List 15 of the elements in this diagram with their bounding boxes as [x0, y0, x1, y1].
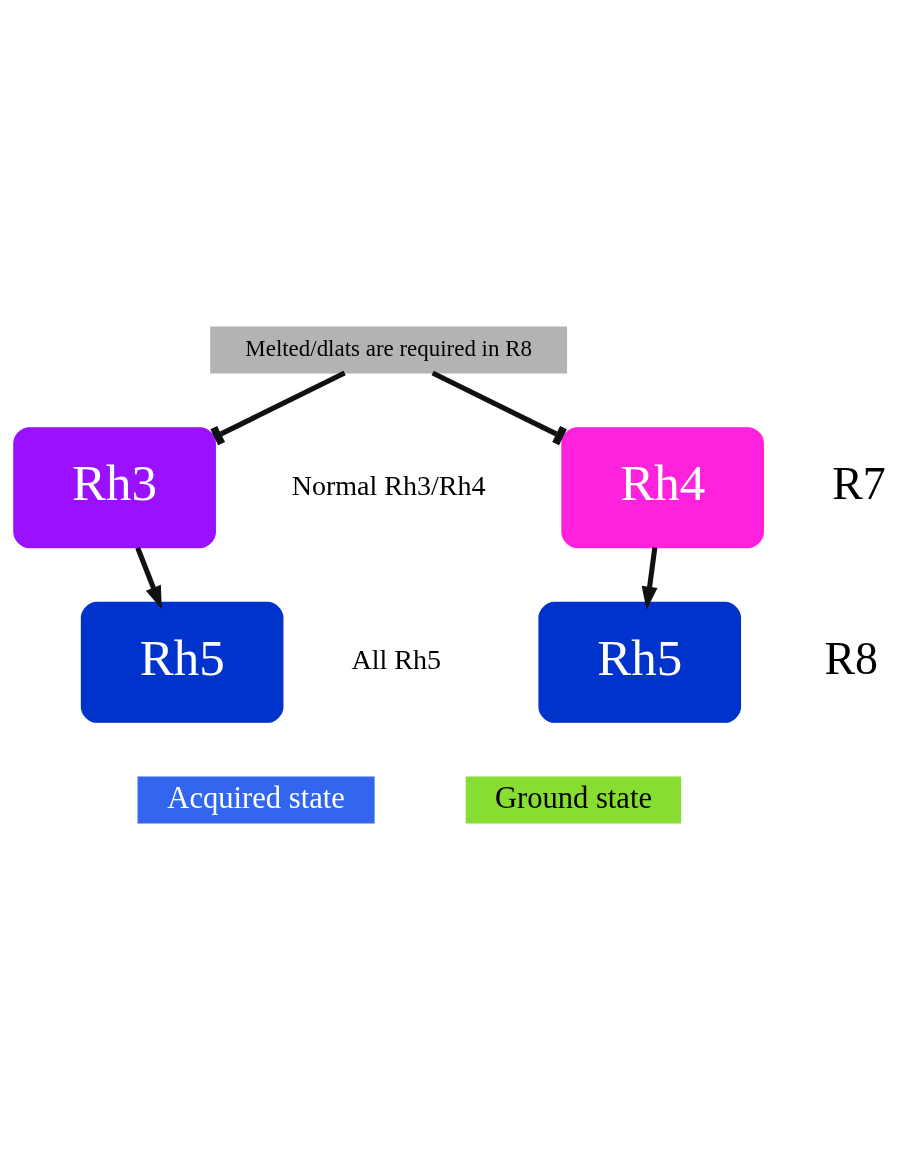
label: R7: [832, 457, 886, 509]
label: Normal Rh3/Rh4: [291, 469, 486, 501]
node-box: Rh5: [538, 601, 742, 723]
arrow: [135, 546, 162, 609]
node-box: Ground state: [465, 775, 682, 824]
connector: [431, 370, 567, 445]
node-box: Rh3: [13, 426, 216, 548]
label: All Rh5: [351, 643, 442, 675]
node-box: Rh4: [561, 426, 764, 548]
node-box: Acquired state: [137, 775, 375, 824]
node-box: Melted/dlats are required in R8: [210, 325, 568, 374]
node-box: Rh5: [80, 601, 284, 723]
arrow: [641, 546, 658, 610]
connector: [210, 370, 346, 445]
label: R8: [824, 632, 879, 684]
